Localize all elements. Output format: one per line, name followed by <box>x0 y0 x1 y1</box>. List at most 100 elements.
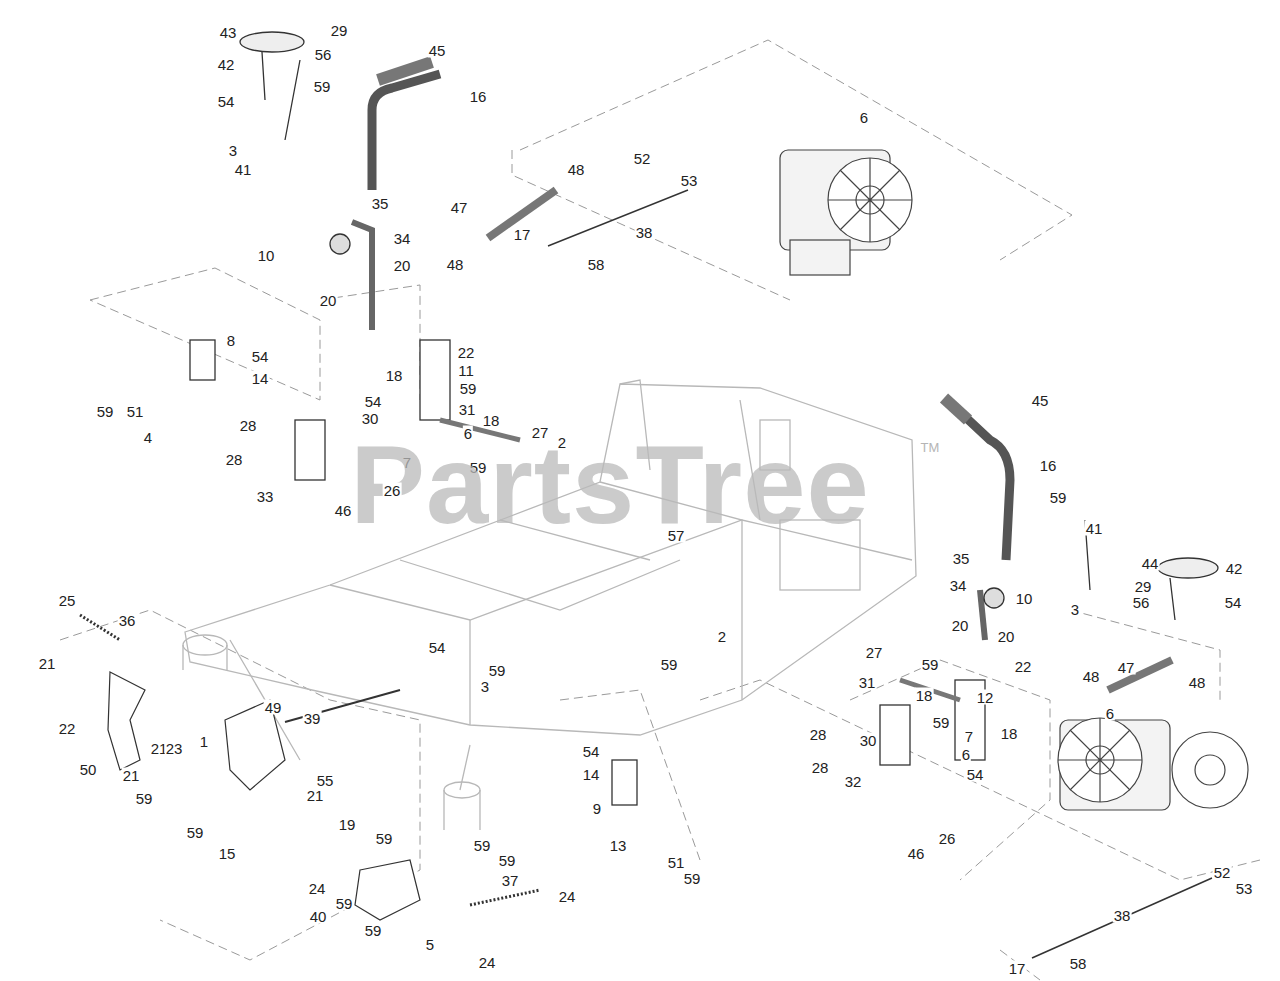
callout-number: 2 <box>717 629 727 644</box>
callout-number: 16 <box>469 89 488 104</box>
callout-number: 16 <box>1039 458 1058 473</box>
callout-number: 32 <box>844 774 863 789</box>
callout-number: 22 <box>1014 659 1033 674</box>
callout-number: 28 <box>225 452 244 467</box>
callout-number: 44 <box>1141 556 1160 571</box>
callout-number: 21 <box>306 788 325 803</box>
callout-number: 59 <box>488 663 507 678</box>
callout-number: 1 <box>199 734 209 749</box>
watermark: PartsTree <box>350 429 870 541</box>
callout-number: 26 <box>938 831 957 846</box>
callout-number: 25 <box>58 593 77 608</box>
callout-number: 59 <box>683 871 702 886</box>
callout-number: 29 <box>330 23 349 38</box>
callout-number: 51 <box>126 404 145 419</box>
brake-linkage <box>108 672 420 920</box>
callout-number: 30 <box>361 411 380 426</box>
callout-number: 8 <box>226 333 236 348</box>
callout-number: 48 <box>1188 675 1207 690</box>
callout-number: 59 <box>375 831 394 846</box>
callout-number: 38 <box>1113 908 1132 923</box>
callout-number: 20 <box>319 293 338 308</box>
callout-number: 54 <box>966 767 985 782</box>
callout-number: 51 <box>667 855 686 870</box>
callout-number: 56 <box>314 47 333 62</box>
callout-number: 3 <box>480 679 490 694</box>
callout-number: 54 <box>251 349 270 364</box>
callout-number: 14 <box>251 371 270 386</box>
callout-number: 48 <box>567 162 586 177</box>
callout-number: 35 <box>371 196 390 211</box>
callout-number: 10 <box>257 248 276 263</box>
callout-number: 22 <box>457 345 476 360</box>
callout-number: 27 <box>865 645 884 660</box>
callout-number: 6 <box>1105 706 1115 721</box>
callout-number: 18 <box>915 688 934 703</box>
callout-number: 4 <box>143 430 153 445</box>
callout-number: 57 <box>667 528 686 543</box>
callout-number: 17 <box>1008 961 1027 976</box>
callout-number: 48 <box>1082 669 1101 684</box>
callout-number: 10 <box>1015 591 1034 606</box>
callout-number: 15 <box>218 846 237 861</box>
callout-number: 24 <box>478 955 497 970</box>
callout-number: 18 <box>385 368 404 383</box>
callout-number: 21 <box>38 656 57 671</box>
callout-number: 18 <box>482 413 501 428</box>
callout-number: 26 <box>383 483 402 498</box>
callout-number: 52 <box>1213 865 1232 880</box>
callout-number: 50 <box>79 762 98 777</box>
callout-number: 33 <box>256 489 275 504</box>
callout-number: 53 <box>680 173 699 188</box>
callout-number: 47 <box>450 200 469 215</box>
callout-number: 46 <box>907 846 926 861</box>
callout-number: 34 <box>393 231 412 246</box>
callout-number: 53 <box>1235 881 1254 896</box>
trademark-mark: TM <box>921 441 940 454</box>
callout-number: 59 <box>921 657 940 672</box>
callout-number: 11 <box>457 363 475 378</box>
callout-number: 7 <box>964 729 974 744</box>
callout-number: 30 <box>859 733 878 748</box>
callout-number: 23 <box>165 741 184 756</box>
callout-number: 31 <box>458 402 477 417</box>
callout-number: 5 <box>425 937 435 952</box>
control-levers <box>190 32 1218 805</box>
callout-number: 43 <box>219 25 238 40</box>
callout-number: 20 <box>951 618 970 633</box>
callout-number: 58 <box>587 257 606 272</box>
callout-number: 40 <box>309 909 328 924</box>
callout-number: 14 <box>582 767 601 782</box>
callout-number: 49 <box>264 700 283 715</box>
callout-number: 47 <box>1117 660 1136 675</box>
callout-number: 31 <box>858 675 877 690</box>
callout-number: 52 <box>633 151 652 166</box>
callout-number: 28 <box>811 760 830 775</box>
callout-number: 18 <box>1000 726 1019 741</box>
callout-number: 39 <box>303 711 322 726</box>
callout-number: 9 <box>592 801 602 816</box>
callout-number: 54 <box>217 94 236 109</box>
callout-number: 54 <box>364 394 383 409</box>
callout-number: 59 <box>186 825 205 840</box>
callout-number: 24 <box>308 881 327 896</box>
callout-number: 38 <box>635 225 654 240</box>
callout-number: 54 <box>1224 595 1243 610</box>
frame <box>183 380 916 830</box>
callout-number: 29 <box>1134 579 1153 594</box>
callout-number: 48 <box>446 257 465 272</box>
callout-number: 41 <box>234 162 253 177</box>
callout-number: 56 <box>1132 595 1151 610</box>
callout-number: 24 <box>558 889 577 904</box>
group-outline <box>60 40 1260 980</box>
callout-number: 17 <box>513 227 532 242</box>
callout-number: 22 <box>58 721 77 736</box>
callout-number: 20 <box>997 629 1016 644</box>
callout-number: 13 <box>609 838 628 853</box>
callout-number: 6 <box>961 747 971 762</box>
callout-number: 54 <box>428 640 447 655</box>
callout-number: 19 <box>338 817 357 832</box>
callout-number: 42 <box>1225 561 1244 576</box>
callout-number: 59 <box>473 838 492 853</box>
callout-number: 20 <box>393 258 412 273</box>
